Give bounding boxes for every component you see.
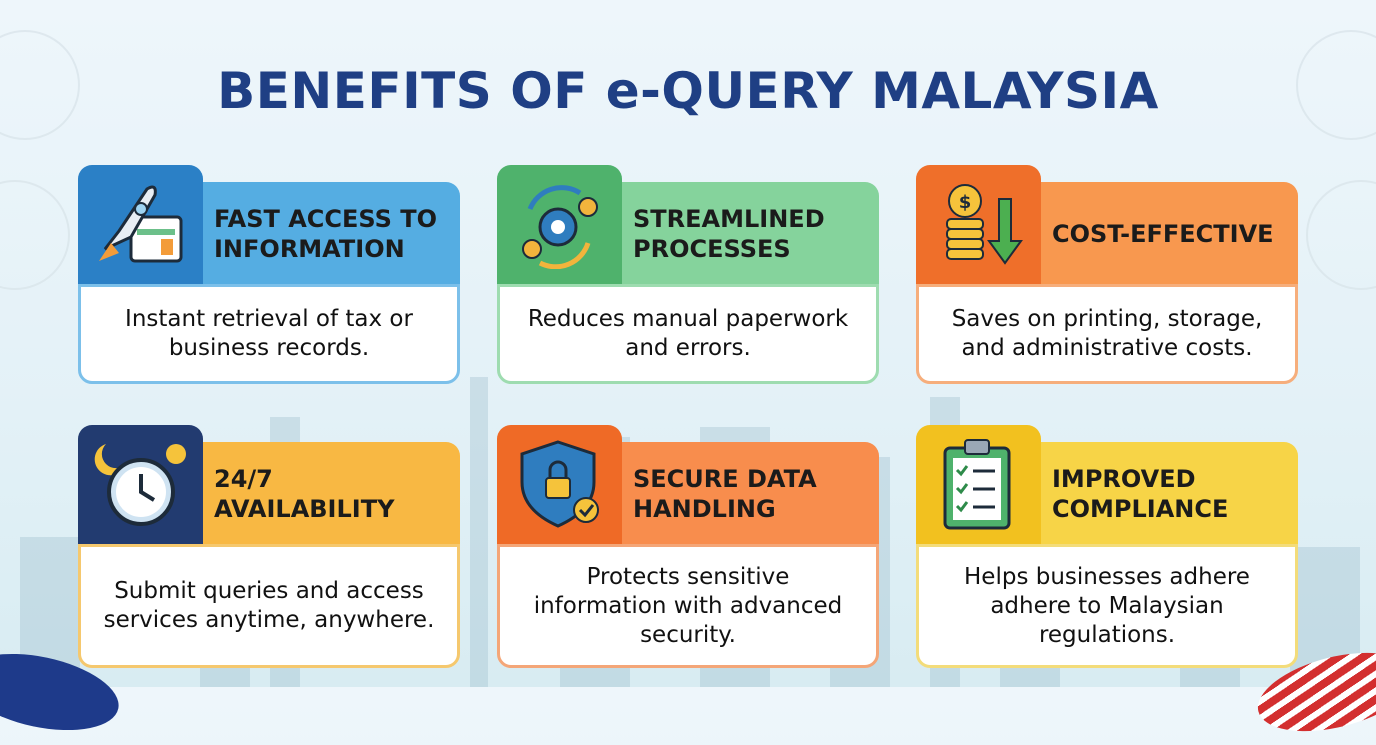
clipboard-checklist-icon — [929, 434, 1029, 538]
icon-tab — [78, 425, 203, 546]
gears-cycle-icon — [510, 179, 610, 273]
ornament — [0, 180, 70, 290]
card-title: 24/7 AVAILABILITY — [214, 465, 395, 523]
coins-down-arrow-icon: $ — [929, 179, 1029, 273]
benefit-card: SECURE DATA HANDLING Protects sensitive … — [497, 425, 879, 668]
card-description: Protects sensitive information with adva… — [497, 544, 879, 668]
card-description: Submit queries and access services anyti… — [78, 544, 460, 668]
benefit-card: 24/7 AVAILABILITY Submit queries and acc… — [78, 425, 460, 668]
card-title: STREAMLINED PROCESSES — [633, 205, 825, 263]
card-title: FAST ACCESS TO INFORMATION — [214, 205, 438, 263]
card-title: COST-EFFECTIVE — [1052, 220, 1274, 248]
icon-tab: $ — [916, 165, 1041, 286]
benefit-card: STREAMLINED PROCESSES Reduces manual pap… — [497, 165, 879, 384]
card-description: Instant retrieval of tax or business rec… — [78, 284, 460, 384]
card-description: Saves on printing, storage, and administ… — [916, 284, 1298, 384]
rocket-browser-icon — [91, 179, 191, 273]
icon-tab — [916, 425, 1041, 546]
icon-tab — [497, 165, 622, 286]
card-title: IMPROVED COMPLIANCE — [1052, 465, 1229, 523]
card-title: SECURE DATA HANDLING — [633, 465, 817, 523]
svg-text:$: $ — [958, 192, 971, 213]
benefit-card: FAST ACCESS TO INFORMATION Instant retri… — [78, 165, 460, 384]
benefit-card: IMPROVED COMPLIANCE Helps businesses adh… — [916, 425, 1298, 668]
shield-lock-icon — [510, 434, 610, 538]
card-description: Helps businesses adhere adhere to Malays… — [916, 544, 1298, 668]
card-description: Reduces manual paperwork and errors. — [497, 284, 879, 384]
icon-tab — [497, 425, 622, 546]
page-title: BENEFITS OF e-QUERY MALAYSIA — [217, 62, 1159, 120]
icon-tab — [78, 165, 203, 286]
benefit-card: $ COST-EFFECTIVE Saves on printing, stor… — [916, 165, 1298, 384]
clock-day-night-icon — [86, 434, 196, 538]
ornament — [1306, 180, 1376, 290]
